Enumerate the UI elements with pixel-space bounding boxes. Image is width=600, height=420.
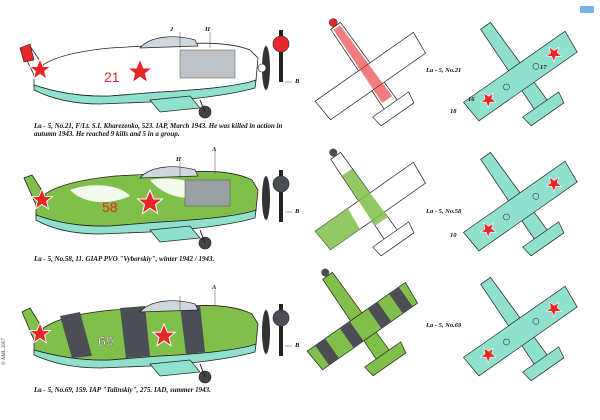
callout-17: 17 (540, 64, 547, 71)
profile-69: 69 (21, 300, 270, 384)
tail-number-21: 21 (104, 69, 120, 85)
copyright-text: © AML 2007 (2, 338, 7, 365)
profile-21: 21 (19, 36, 270, 119)
top-view-69 (306, 268, 419, 377)
callout-16: 16 (468, 96, 475, 103)
callout-a2: A (212, 284, 217, 291)
callout-b2: B (295, 208, 300, 215)
bottom-view-58 (462, 151, 578, 257)
side-label-58: La - 5, No.58 (426, 208, 462, 215)
profile-58: 58 (23, 166, 270, 250)
callout-ii: II (205, 26, 211, 33)
callout-h: H (176, 156, 182, 163)
callout-10: 10 (450, 232, 457, 239)
callout-b3: B (295, 342, 300, 349)
tail-number-69: 69 (98, 333, 114, 349)
front-view-69 (272, 304, 290, 356)
caption-58-line1: La - 5, No.58, 11. GIAP PVO "Vyborskiy",… (34, 255, 215, 263)
front-view-21 (272, 30, 290, 82)
callout-lines (179, 32, 292, 347)
bottom-view-21 (462, 21, 578, 127)
caption-21-line1: La - 5, No.21, F/Lt. S.I. Kharezenko, 52… (34, 122, 283, 130)
bottom-view-69 (462, 276, 578, 382)
caption-69-line1: La - 5, No.69, 159. IAP "Talinskiy", 275… (34, 386, 211, 394)
caption-69: La - 5, No.69, 159. IAP "Talinskiy", 275… (34, 386, 211, 394)
callout-18: 18 (450, 108, 457, 115)
caption-21: La - 5, No.21, F/Lt. S.I. Kharezenko, 52… (34, 122, 282, 138)
side-label-21: La - 5, No.21 (426, 67, 462, 74)
tail-number-58: 58 (102, 199, 118, 215)
top-view-21 (314, 18, 427, 127)
logo-badge (580, 6, 594, 13)
side-label-69: La - 5, No.69 (426, 322, 462, 329)
callout-a: A (212, 146, 217, 153)
front-view-58 (272, 170, 290, 222)
caption-58: La - 5, No.58, 11. GIAP PVO "Vyborskiy",… (34, 255, 214, 263)
top-view-58 (314, 148, 427, 257)
callout-b: B (295, 78, 300, 85)
callout-j: J (170, 26, 174, 33)
caption-21-line2: autumn 1943. He reached 9 kills and 5 in… (34, 130, 180, 138)
